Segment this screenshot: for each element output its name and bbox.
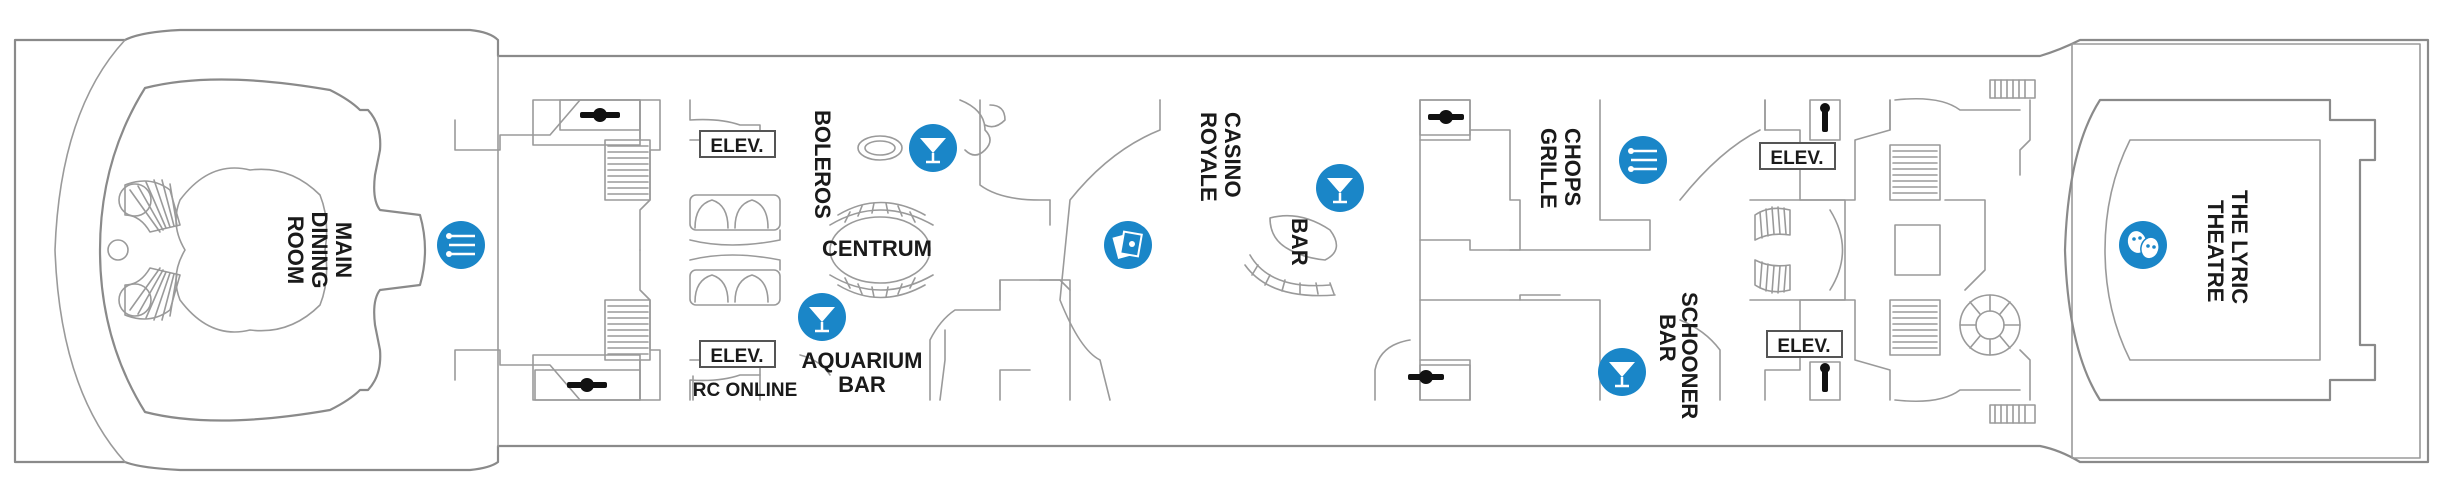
- svg-text:ROYALE: ROYALE: [1196, 112, 1221, 202]
- svg-text:BAR: BAR: [1655, 314, 1680, 362]
- elevator-fwd-top: ELEV.: [699, 130, 776, 158]
- lyric-theatre-label: THE LYRIC THEATRE: [2203, 190, 2252, 304]
- schooner-bar-label: SCHOONER BAR: [1655, 292, 1702, 419]
- elevator-aft-bottom: ELEV.: [1766, 330, 1843, 358]
- elevator-aft-top: ELEV.: [1759, 142, 1836, 170]
- svg-text:SCHOONER: SCHOONER: [1677, 292, 1702, 419]
- hull-hatches: [1989, 79, 2036, 424]
- staircase-fwd: [107, 179, 181, 321]
- main-dining-room-label: MAIN DINING ROOM: [283, 212, 356, 289]
- restroom-fwd-top: [559, 99, 641, 131]
- boleros-label: BOLEROS: [810, 110, 835, 219]
- restroom-fwd-bottom: [534, 369, 641, 401]
- svg-text:ELEV.: ELEV.: [1770, 148, 1823, 169]
- centrum-section: [689, 99, 1051, 401]
- svg-text:THE LYRIC: THE LYRIC: [2227, 190, 2252, 304]
- casino-royale-label: CASINO ROYALE: [1196, 112, 1245, 202]
- casino-cards-icon[interactable]: [1104, 221, 1152, 269]
- restroom-aft-top: [1809, 99, 1841, 141]
- svg-text:GRILLE: GRILLE: [1536, 128, 1561, 209]
- svg-text:DINING: DINING: [307, 212, 332, 289]
- lyric-theatre-area[interactable]: [2063, 98, 2377, 402]
- aft-stair-section: [1749, 97, 2031, 403]
- svg-text:CENTRUM: CENTRUM: [822, 236, 932, 261]
- elevator-fwd-bottom: ELEV.: [699, 340, 776, 368]
- fwd-interior: [454, 99, 661, 401]
- svg-text:ELEV.: ELEV.: [710, 136, 763, 157]
- main-dining-fork-knife-icon[interactable]: [437, 221, 485, 269]
- svg-text:MAIN: MAIN: [331, 222, 356, 278]
- svg-text:ELEV.: ELEV.: [1777, 336, 1830, 357]
- svg-text:ROOM: ROOM: [283, 216, 308, 284]
- main-dining-room-area[interactable]: [98, 78, 427, 422]
- hull-outline: [13, 28, 2430, 472]
- restroom-mid-bottom: [1408, 370, 1444, 384]
- casino-royale-area: [929, 99, 1421, 401]
- boleros-cocktail-icon[interactable]: [909, 124, 957, 172]
- chops-grille-label: CHOPS GRILLE: [1536, 128, 1585, 209]
- svg-text:RC ONLINE: RC ONLINE: [693, 380, 798, 401]
- svg-text:THEATRE: THEATRE: [2203, 200, 2228, 302]
- aquarium-bar-cocktail-icon[interactable]: [798, 293, 846, 341]
- theatre-masks-icon[interactable]: [2119, 221, 2167, 269]
- bar-cocktail-icon[interactable]: [1316, 164, 1364, 212]
- svg-text:BAR: BAR: [1287, 218, 1312, 266]
- aquarium-bar-label: AQUARIUM BAR: [802, 348, 923, 397]
- restroom-mid-top: [1428, 110, 1464, 124]
- rc-online-label: RC ONLINE: [692, 375, 798, 401]
- chops-grille-fork-knife-icon[interactable]: [1619, 136, 1667, 184]
- svg-text:CHOPS: CHOPS: [1560, 128, 1585, 206]
- schooner-bar-cocktail-icon[interactable]: [1598, 348, 1646, 396]
- svg-text:BOLEROS: BOLEROS: [810, 110, 835, 219]
- svg-text:ELEV.: ELEV.: [710, 346, 763, 367]
- svg-text:BAR: BAR: [838, 372, 886, 397]
- svg-text:AQUARIUM: AQUARIUM: [802, 348, 923, 373]
- svg-text:CASINO: CASINO: [1220, 112, 1245, 198]
- bar-label: BAR: [1287, 218, 1312, 266]
- restroom-aft-bottom: [1809, 361, 1841, 401]
- centrum-label: CENTRUM: [822, 236, 932, 261]
